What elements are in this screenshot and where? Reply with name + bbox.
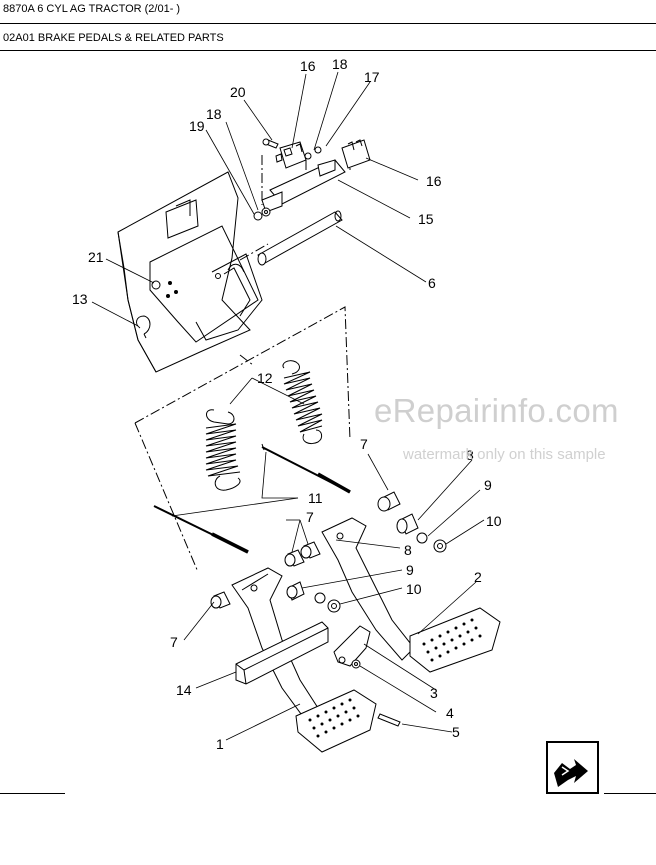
adjusting-rod-lower (153, 505, 249, 554)
adjusting-rod-upper (261, 443, 351, 494)
callout-20: 20 (230, 84, 246, 100)
return-spring-left (205, 409, 241, 491)
callout-19: 19 (189, 118, 205, 134)
callout-7: 7 (360, 436, 368, 452)
leader-lines (91, 71, 485, 741)
pedal-latch (333, 625, 371, 667)
callout-18: 18 (332, 56, 348, 72)
callout-11: 11 (308, 490, 323, 506)
header-divider (0, 23, 656, 24)
next-page-button[interactable] (546, 741, 599, 794)
brake-pedal-right (321, 517, 501, 673)
assembly-outline (134, 150, 351, 573)
callout-9: 9 (484, 477, 492, 493)
callout-1: 1 (216, 736, 224, 752)
callout-16: 16 (426, 173, 442, 189)
brake-pedal-left (231, 567, 377, 753)
callout-2: 2 (474, 569, 482, 585)
callout-9: 9 (406, 562, 414, 578)
callout-12: 12 (257, 370, 273, 386)
callout-15: 15 (418, 211, 434, 227)
bolt-20 (262, 138, 279, 149)
latch-pin (377, 713, 401, 727)
rubber-stop (235, 621, 329, 685)
callout-7: 7 (170, 634, 178, 650)
page-title: 8870A 6 CYL AG TRACTOR (2/01- ) (3, 3, 181, 15)
nut-washers (253, 146, 322, 221)
footer-rule-left (0, 793, 65, 794)
callout-3: 3 (430, 685, 438, 701)
callout-18: 18 (206, 106, 222, 122)
section-title: 02A01 BRAKE PEDALS & RELATED PARTS (3, 32, 224, 44)
circlip (136, 315, 151, 339)
callout-7: 7 (306, 509, 314, 525)
callout-13: 13 (72, 291, 88, 307)
watermark-site: eRepairinfo.com (374, 392, 619, 429)
callout-4: 4 (446, 705, 454, 721)
cross-shaft (257, 210, 343, 266)
header-divider-bottom (0, 50, 656, 51)
bushings (210, 491, 447, 669)
callout-21: 21 (88, 249, 104, 265)
brake-switch-left (275, 141, 307, 169)
return-spring-right (282, 360, 323, 445)
callout-17: 17 (364, 69, 380, 85)
callout-16: 16 (300, 58, 316, 74)
next-page-arrow-icon (554, 759, 588, 787)
callout-14: 14 (176, 682, 192, 698)
switch-bracket (261, 159, 346, 213)
callout-10: 10 (486, 513, 502, 529)
callout-10: 10 (406, 581, 422, 597)
callout-8: 8 (404, 542, 412, 558)
callout-5: 5 (452, 724, 460, 740)
mounting-plate (117, 171, 263, 373)
footer-rule-right (604, 793, 656, 794)
watermark-note: watermark only on this sample (403, 446, 606, 463)
callout-8: 8 (466, 447, 474, 463)
callout-6: 6 (428, 275, 436, 291)
